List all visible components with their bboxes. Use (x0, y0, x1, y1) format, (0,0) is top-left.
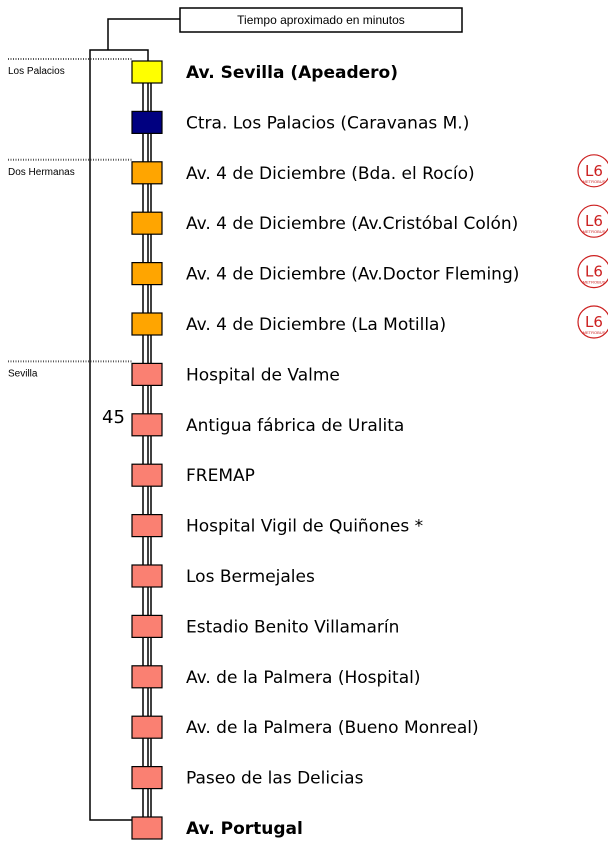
stop-marker (131, 262, 163, 286)
stop-item: Los Bermejales (131, 564, 315, 588)
stop-item: Hospital Vigil de Quiñones * (131, 513, 423, 538)
badge-line: L6 (585, 212, 603, 230)
stop-name: FREMAP (186, 466, 255, 486)
stop-item: Av. de la Palmera (Bueno Monreal) (131, 715, 479, 739)
legend-connector (107, 18, 180, 50)
stop-item: Av. de la Palmera (Hospital) (131, 665, 420, 689)
stop-marker (131, 413, 163, 437)
stop-marker (131, 463, 163, 487)
stop-marker (131, 110, 163, 135)
zone-label: Sevilla (8, 368, 38, 379)
stop-item: Antigua fábrica de Uralita (131, 413, 404, 437)
stop-name: Hospital de Valme (186, 365, 340, 385)
stop-item: Av. 4 de Diciembre (La Motilla) L6METROBU… (131, 305, 608, 339)
stop-item: Hospital de Valme (131, 362, 340, 386)
badge-text: METROBUS (583, 280, 606, 285)
stop-item: Av. 4 de Diciembre (Av.Doctor Fleming) L6… (131, 255, 608, 289)
zone-label: Los Palacios (8, 66, 65, 77)
stop-marker (131, 362, 163, 386)
badge-text: METROBUS (583, 330, 606, 335)
badge-line: L6 (585, 313, 603, 331)
stop-marker (131, 513, 163, 538)
stop-item: FREMAP (131, 463, 255, 487)
stop-name: Av. Portugal (186, 819, 303, 839)
zone-label: Dos Hermanas (8, 167, 75, 178)
stop-marker (131, 665, 163, 689)
stop-item: Av. 4 de Diciembre (Av.Cristóbal Colón) L… (131, 204, 608, 238)
stop-name: Av. de la Palmera (Bueno Monreal) (186, 718, 479, 738)
stop-name: Ctra. Los Palacios (Caravanas M.) (186, 113, 469, 133)
stop-marker (131, 614, 163, 639)
stop-name: Los Bermejales (186, 567, 315, 587)
stop-marker (131, 312, 163, 336)
badge-line: L6 (585, 263, 603, 281)
route-rail (142, 72, 152, 828)
stop-name: Av. 4 de Diciembre (Bda. el Rocío) (186, 164, 475, 184)
stop-marker (131, 161, 163, 185)
stop-marker (131, 816, 163, 840)
stop-item: Av. Sevilla (Apeadero) (131, 60, 398, 84)
travel-time-value: 45 (102, 407, 125, 428)
stop-list: Av. Sevilla (Apeadero) Ctra. Los Palacios… (131, 60, 608, 840)
stop-marker (131, 60, 163, 84)
stop-name: Estadio Benito Villamarín (186, 617, 399, 637)
badge-line: L6 (585, 162, 603, 180)
stop-marker (131, 211, 163, 235)
stop-item: Paseo de las Delicias (131, 765, 364, 790)
stop-name: Av. 4 de Diciembre (Av.Cristóbal Colón) (186, 214, 518, 234)
badge-text: METROBUS (583, 179, 606, 184)
stop-item: Av. Portugal (131, 816, 303, 840)
legend-box (179, 7, 463, 33)
stop-name: Hospital Vigil de Quiñones * (186, 517, 423, 537)
stop-item: Av. 4 de Diciembre (Bda. el Rocío) L6METR… (131, 154, 608, 188)
stop-name: Av. de la Palmera (Hospital) (186, 668, 420, 688)
badge-text: METROBUS (583, 229, 606, 234)
stop-marker (131, 765, 163, 790)
stop-item: Ctra. Los Palacios (Caravanas M.) (131, 110, 469, 135)
stop-marker (131, 715, 163, 739)
stop-name: Paseo de las Delicias (186, 769, 364, 789)
stop-name: Av. 4 de Diciembre (Av.Doctor Fleming) (186, 265, 519, 285)
legend-label: Tiempo aproximado en minutos (237, 13, 405, 27)
stop-item: Estadio Benito Villamarín (131, 614, 399, 639)
stop-name: Av. Sevilla (Apeadero) (186, 63, 398, 83)
stop-marker (131, 564, 163, 588)
stop-name: Antigua fábrica de Uralita (186, 416, 404, 436)
stop-name: Av. 4 de Diciembre (La Motilla) (186, 315, 446, 335)
